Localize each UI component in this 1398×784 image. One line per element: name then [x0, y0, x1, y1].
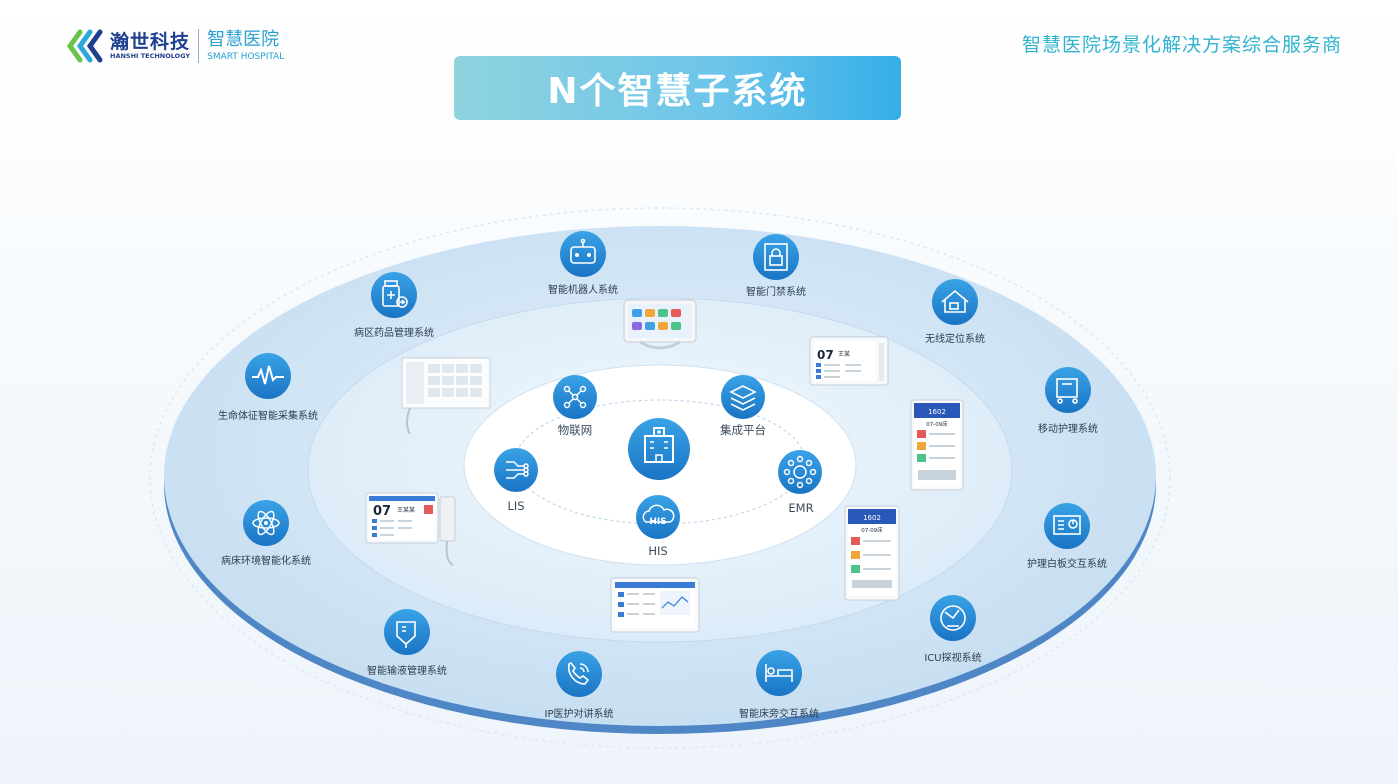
- location-home-icon: [932, 279, 978, 325]
- network-nodes-icon: [553, 375, 597, 419]
- inner-item-emr[interactable]: EMR: [778, 450, 822, 515]
- bedside-terminal-device: 07 王某: [809, 336, 889, 386]
- door-sub: 07-09床: [926, 420, 948, 428]
- device-patient: 王某: [838, 351, 850, 358]
- system-label-infusion: 智能输液管理系统: [367, 664, 447, 677]
- system-label-whiteboard: 护理白板交互系统: [1027, 557, 1107, 570]
- system-infusion[interactable]: 智能输液管理系统: [367, 609, 447, 677]
- inner-item-his[interactable]: HIS HIS: [636, 495, 680, 558]
- inner-label-emr: EMR: [788, 501, 813, 515]
- nursing-cart-icon: [1045, 367, 1091, 413]
- logo-mark-icon: [66, 29, 103, 63]
- infusion-bag-icon: [384, 609, 430, 655]
- door-room-no: 1602: [928, 408, 946, 416]
- his-cloud-icon: [636, 495, 680, 539]
- inner-item-lis[interactable]: LIS: [494, 448, 538, 513]
- logo-subtitle-cn: 智慧医院: [207, 29, 280, 50]
- intercom-phone-icon: [556, 651, 602, 697]
- system-robot[interactable]: 智能机器人系统: [548, 231, 618, 296]
- system-label-bed-env: 病床环境智能化系统: [221, 554, 311, 567]
- bedside-panel-device: 07 王某某: [365, 492, 456, 566]
- pharmacy-panel-device: [401, 357, 491, 435]
- inner-label-his: HIS: [648, 544, 667, 558]
- inner-item-iot[interactable]: 物联网: [553, 375, 597, 437]
- system-wireless-positioning[interactable]: 无线定位系统: [925, 279, 985, 345]
- logo-divider: [198, 29, 200, 63]
- inner-label-integration: 集成平台: [720, 423, 766, 437]
- slogan: 智慧医院场景化解决方案综合服务商: [1021, 34, 1342, 56]
- system-mobile-nursing[interactable]: 移动护理系统: [1038, 367, 1098, 435]
- device-room-no-2: 07: [373, 504, 391, 519]
- bed-icon: [756, 650, 802, 696]
- system-vital-signs[interactable]: 生命体征智能采集系统: [218, 353, 318, 422]
- system-nursing-whiteboard[interactable]: 护理白板交互系统: [1027, 503, 1107, 570]
- system-ward-pharmacy[interactable]: 病区药品管理系统: [354, 272, 434, 339]
- system-icu-visit[interactable]: ICU探视系统: [924, 595, 982, 664]
- inner-label-lis: LIS: [507, 499, 524, 513]
- outer-halo-ring: [149, 207, 1171, 749]
- system-label-access: 智能门禁系统: [746, 285, 806, 298]
- robot-icon: [560, 231, 606, 277]
- device-patient-2: 王某某: [397, 507, 415, 514]
- system-label-positioning: 无线定位系统: [925, 332, 985, 345]
- logo-subtitle: 智慧医院 SMART HOSPITAL: [207, 29, 284, 63]
- system-ip-intercom[interactable]: IP医护对讲系统: [545, 651, 614, 720]
- system-label-bedside: 智能床旁交互系统: [739, 707, 819, 720]
- heartbeat-wave-icon: [245, 353, 291, 399]
- title-banner: N个智慧子系统: [454, 56, 901, 120]
- hospital-building-icon: [628, 418, 690, 480]
- system-access-control[interactable]: 智能门禁系统: [746, 234, 806, 298]
- logo-text: 瀚世科技 HANSHI TECHNOLOGY: [110, 32, 190, 61]
- ward-display-device: 1602 07-09床: [844, 505, 900, 601]
- ward-room-no: 1602: [863, 514, 881, 522]
- page-title: N个智慧子系统: [547, 71, 808, 112]
- logo-name-cn: 瀚世科技: [110, 30, 191, 53]
- system-label-pharmacy: 病区药品管理系统: [354, 326, 434, 339]
- nursing-whiteboard-device: [610, 577, 700, 633]
- stacked-layers-icon: [721, 375, 765, 419]
- logo-subtitle-en: SMART HOSPITAL: [207, 52, 285, 62]
- company-logo: 瀚世科技 HANSHI TECHNOLOGY 智慧医院 SMART HOSPIT…: [66, 26, 284, 66]
- ward-sub: 07-09床: [861, 526, 883, 534]
- system-label-mobile-nursing: 移动护理系统: [1038, 422, 1098, 435]
- system-label-icu: ICU探视系统: [924, 651, 981, 664]
- robot-tablet-device: [623, 299, 697, 350]
- logo-name-en: HANSHI TECHNOLOGY: [110, 51, 191, 60]
- device-room-no: 07: [817, 348, 834, 362]
- whiteboard-icon: [1044, 503, 1090, 549]
- system-label-robot: 智能机器人系统: [548, 283, 618, 296]
- system-bed-environment[interactable]: 病床环境智能化系统: [221, 500, 311, 567]
- door-display-device: 1602 07-09床: [910, 399, 964, 491]
- inner-label-iot: 物联网: [558, 423, 593, 437]
- inner-item-integration[interactable]: 集成平台: [720, 375, 766, 437]
- door-lock-icon: [753, 234, 799, 280]
- system-bedside-interaction[interactable]: 智能床旁交互系统: [739, 650, 819, 720]
- svg-text:HIS: HIS: [649, 517, 666, 527]
- system-label-vitals: 生命体征智能采集系统: [218, 409, 318, 422]
- system-label-intercom: IP医护对讲系统: [545, 707, 614, 720]
